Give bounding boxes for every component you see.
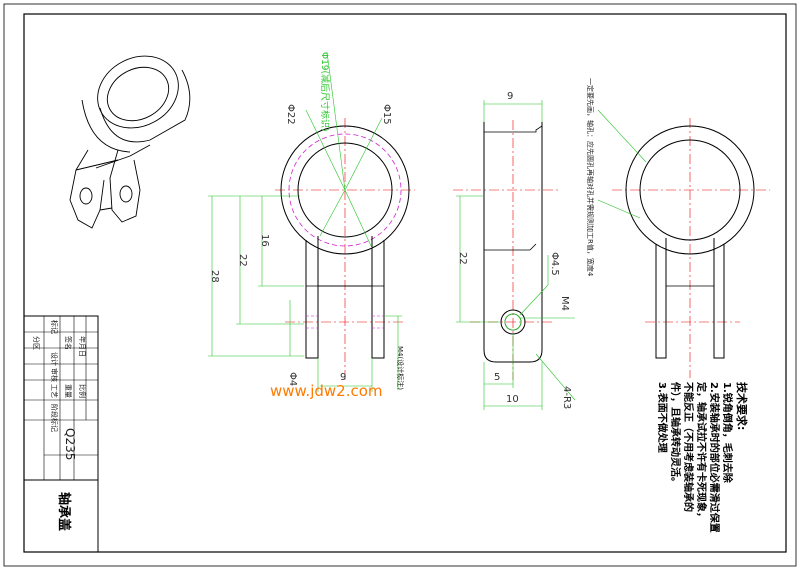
side-dim-10: 10 — [506, 394, 519, 405]
right-view: 一定要先画，轴孔：应先圆孔再轴对孔并需规则加工R值，宽度4 — [586, 78, 770, 378]
tb-cell-8: 年月日 — [78, 336, 87, 357]
side-dim-phi45: Φ4.5 — [549, 252, 560, 276]
dim-phi19: Φ19(减后尺寸标识) — [319, 52, 331, 132]
outer-border — [3, 3, 797, 567]
dim-phi22: Φ22 — [285, 104, 296, 125]
right-annotation: 一定要先画，轴孔：应先圆孔再轴对孔并需规则加工R值，宽度4 — [586, 78, 595, 277]
note-line-3: 定，轴承试拉不许有卡死现象， — [695, 382, 708, 522]
front-view: Φ19(减后尺寸标识) Φ22 Φ15 28 22 16 Φ4 9 M4(设计标… — [208, 51, 415, 392]
tb-cell-5: 比例 — [78, 384, 87, 398]
tb-cell-2: 审核 — [50, 368, 59, 382]
dim-m4: M4(设计标注) — [396, 346, 405, 390]
tb-cell-1: 设计 — [50, 352, 59, 366]
tb-cell-3: 工艺 — [50, 384, 58, 398]
material-label: Q235 — [63, 428, 77, 460]
dim-phi4: Φ4 — [287, 372, 298, 386]
isometric-view — [69, 55, 191, 229]
title-block: 标记 设计 审核 工艺 重量 比例 分区 签名 年月日 阶段标记 Q235 轴承… — [23, 315, 99, 553]
side-dim-m4: M4 — [559, 296, 570, 311]
watermark: www.jdw2.com — [270, 382, 383, 400]
inner-border — [23, 13, 787, 553]
dim-22: 22 — [237, 254, 248, 267]
side-dim-5: 5 — [494, 372, 500, 383]
note-line-6: 3.表面不做处理 — [656, 382, 669, 453]
side-view: 9 22 Φ4.5 M4 5 10 4-R3 — [453, 91, 576, 410]
note-line-1: 1.锐角倒角，毛刺去除 — [721, 382, 734, 484]
tb-cell-4: 重量 — [64, 384, 72, 398]
dim-phi15: Φ15 — [381, 104, 392, 125]
dim-9: 9 — [340, 372, 346, 383]
note-line-2: 2.安装轴承时的部位必需滑过保置 — [708, 382, 721, 533]
tb-cell-9: 阶段标记 — [50, 404, 59, 432]
tech-notes: 技术要求: 1.锐角倒角，毛刺去除 2.安装轴承时的部位必需滑过保置 定，轴承试… — [656, 382, 749, 533]
dim-28: 28 — [209, 270, 220, 283]
note-line-4: 不能反正（不用考虑装轴承的 — [682, 382, 695, 512]
dim-16: 16 — [259, 234, 270, 247]
note-line-5: 件），且轴承转动灵活。 — [669, 382, 682, 487]
tb-cell-0: 标记 — [50, 320, 59, 334]
side-dim-r3: 4-R3 — [561, 386, 572, 409]
part-name: 轴承盖 — [56, 492, 72, 531]
tb-cell-7: 签名 — [64, 336, 73, 350]
notes-heading: 技术要求: — [735, 382, 749, 430]
side-dim-22: 22 — [457, 252, 468, 265]
tb-cell-6: 分区 — [32, 336, 41, 350]
side-dim-9: 9 — [507, 91, 513, 102]
